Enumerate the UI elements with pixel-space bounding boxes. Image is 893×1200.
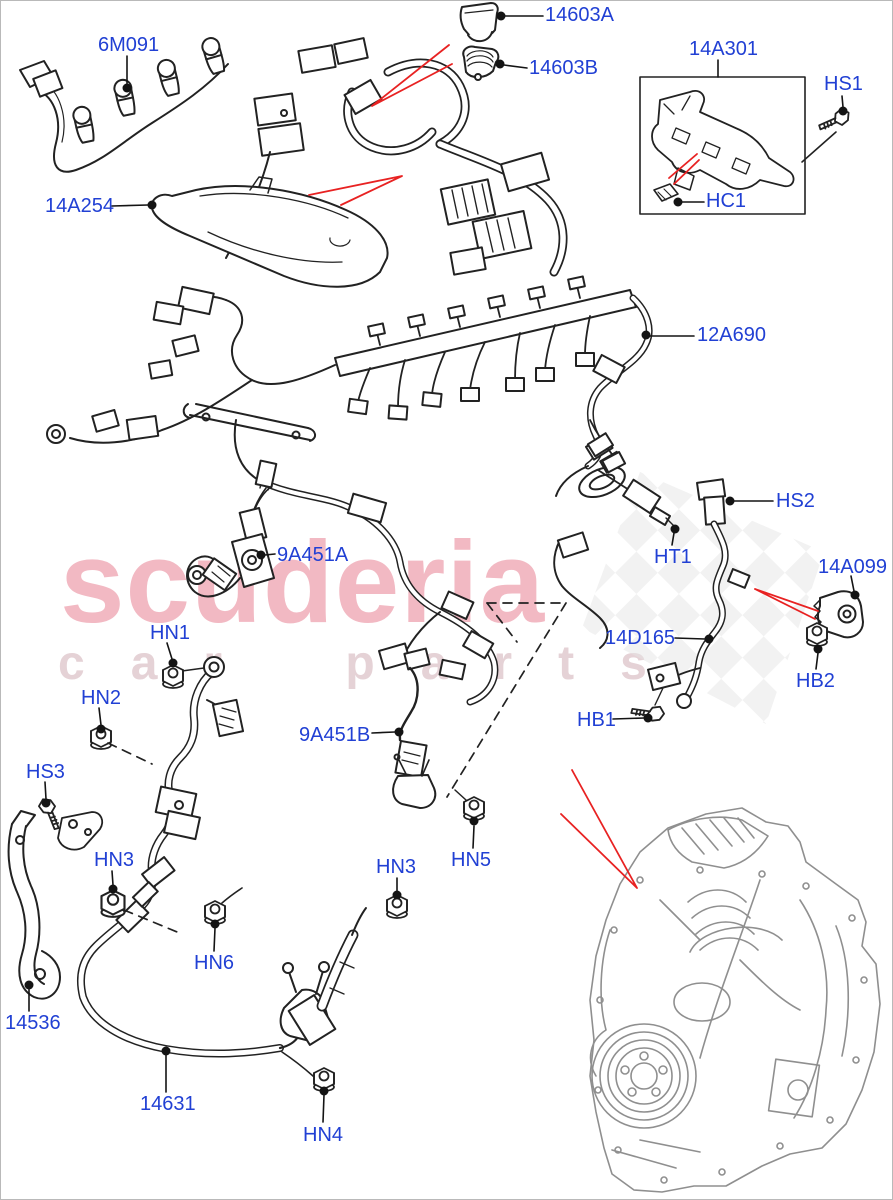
dashed-reference-lines [107,602,567,935]
part-label-14a099-11[interactable]: 14A099 [818,556,887,578]
label-leader-lines [28,15,855,1123]
part-label-14631-23[interactable]: 14631 [140,1093,196,1115]
part-label-hn3-19[interactable]: HN3 [376,856,417,878]
part-label-hc1-5[interactable]: HC1 [706,190,747,212]
bracket-14a301-box [639,76,853,215]
fuel-line-14d165 [586,419,751,732]
main-harness-trunk [225,37,568,277]
leader-dots [24,11,860,1096]
battery-cable-14631 [76,656,367,1077]
watermark-tagline: car parts [58,637,693,690]
part-label-9a451a-8[interactable]: 9A451A [277,544,349,566]
center-lower-harness [252,434,626,706]
part-label-hs1-4[interactable]: HS1 [824,73,863,95]
part-label-hb1-14[interactable]: HB1 [577,709,616,731]
part-label-14603a-1[interactable]: 14603A [545,4,614,26]
part-label-ht1-10[interactable]: HT1 [654,546,692,568]
part-label-hn5-20[interactable]: HN5 [451,849,492,871]
bracket-14536 [7,795,104,1000]
watermark-brand: scuderia [60,517,546,647]
part-label-14536-22[interactable]: 14536 [5,1012,61,1034]
part-label-hn3-18[interactable]: HN3 [94,849,135,871]
part-label-14d165-12[interactable]: 14D165 [605,627,676,649]
part-label-hn4-24[interactable]: HN4 [303,1124,344,1146]
part-label-6m091-0[interactable]: 6M091 [98,34,160,56]
cover-14a254 [150,176,389,288]
part-label-hn6-21[interactable]: HN6 [194,952,235,974]
part-label-hn1-15[interactable]: HN1 [150,622,191,644]
part-label-hn2-16[interactable]: HN2 [81,687,122,709]
part-label-12a690-7[interactable]: 12A690 [697,324,766,346]
part-label-9a451b-25[interactable]: 9A451B [299,724,371,746]
part-label-hs2-9[interactable]: HS2 [776,490,815,512]
clamp-14603a [459,2,499,43]
checker-flag-watermark [582,472,824,724]
part-label-hb2-13[interactable]: HB2 [796,670,835,692]
part-label-14a301-3[interactable]: 14A301 [689,38,758,60]
clamp-14603b [462,45,500,81]
red-callout-lines [308,44,819,889]
engine-illustration [589,807,881,1193]
part-label-hs3-17[interactable]: HS3 [26,761,65,783]
glow-plug-harness [19,35,229,173]
part-label-14a254-6[interactable]: 14A254 [45,195,114,217]
fastener-nuts [90,664,485,1092]
sensor-pigtail-9a451b [378,642,437,809]
left-branch-cluster [46,285,336,482]
part-label-14603b-2[interactable]: 14603B [529,57,598,79]
sensor-pigtail-9a451a [186,485,275,598]
